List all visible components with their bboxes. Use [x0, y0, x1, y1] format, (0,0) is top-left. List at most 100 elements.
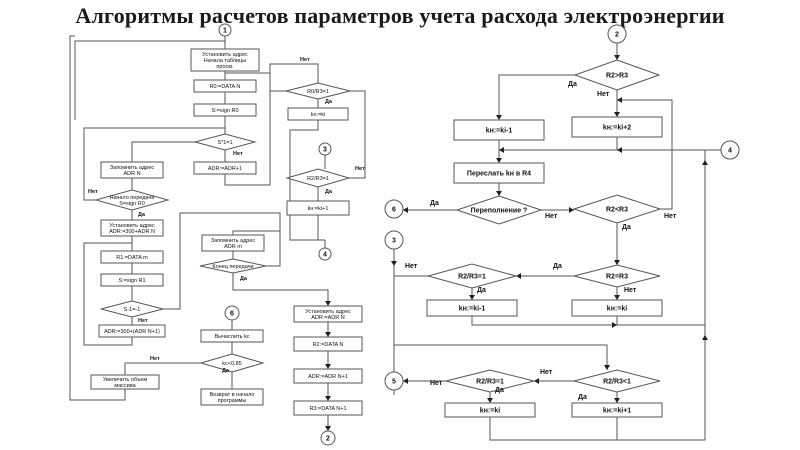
- decision-diamond: [573, 264, 661, 288]
- process-box: [193, 79, 257, 93]
- decision-d-k085: kс<0,85: [199, 353, 265, 373]
- arrow-head: [702, 335, 708, 340]
- page-title: Алгоритмы расчетов параметров учета расх…: [75, 3, 725, 28]
- edge-label-yes: Да: [138, 212, 146, 218]
- process-box: [444, 402, 536, 418]
- decision-d-r2r3-1b: R2/R3=1: [445, 369, 535, 393]
- block-label: R2<R3: [606, 206, 628, 213]
- process-box: [200, 388, 264, 406]
- block-label: Установить адрес: [202, 52, 248, 58]
- arrow-head: [325, 396, 331, 401]
- connector-label: 2: [615, 32, 619, 39]
- block-label: S:=sign R0: [211, 108, 238, 114]
- decision-d-end-trans: Конец передачи: [199, 258, 267, 274]
- decision-d-r2-r3: R2=R3: [573, 264, 661, 288]
- block-label: Увеличить объем: [103, 377, 148, 383]
- connector-circle: [384, 371, 404, 391]
- flow-line: [124, 362, 201, 375]
- connector-c6-right: 6: [384, 199, 404, 219]
- edge-label-no: Нет: [624, 287, 637, 294]
- edge-label-no: Нет: [150, 356, 160, 362]
- arrow-head: [617, 97, 622, 103]
- block-label: Возврат в начало: [210, 392, 255, 398]
- process-b-kn-ki2: kн:=ki+2: [571, 116, 663, 138]
- arrow-head: [702, 160, 708, 165]
- arrow-head: [325, 332, 331, 337]
- block-label: Установить адрес: [305, 309, 351, 315]
- block-label: Установить адрес: [109, 223, 155, 229]
- flow-line: [289, 120, 325, 241]
- arrow-head: [499, 147, 504, 153]
- connector-label: 5: [392, 379, 396, 386]
- edge-label-no: Нет: [355, 166, 365, 172]
- connector-label: 2: [326, 436, 330, 443]
- process-box: [200, 329, 264, 343]
- connector-c4-mid: 4: [318, 247, 332, 261]
- edge-label-yes: Да: [325, 99, 333, 105]
- block-label: S:=sign R1: [118, 278, 145, 284]
- arrow-head: [534, 378, 539, 384]
- arrow-head: [496, 191, 502, 196]
- block-label: просм.: [216, 64, 234, 70]
- process-box: [293, 400, 363, 416]
- process-b-kn-ki1-c: kн:=ki+1: [571, 402, 663, 418]
- process-box: [100, 161, 164, 179]
- process-box: [293, 336, 363, 352]
- block-label: Переслать kн в R4: [467, 170, 531, 177]
- process-box: [193, 161, 257, 175]
- arrow-head: [614, 112, 620, 117]
- process-box: [453, 162, 545, 184]
- decision-d-r2-lt-r3: R2<R3: [572, 194, 662, 224]
- block-label: Запомнить адрес: [211, 238, 256, 244]
- block-label: S*1=1: [217, 140, 232, 146]
- decision-d-r2r3: R2/R3=1: [285, 168, 351, 188]
- connector-circle: [720, 140, 740, 160]
- arrow-head: [487, 398, 493, 403]
- connector-c3-right: 3: [384, 230, 404, 250]
- block-label: ADR m: [224, 244, 242, 250]
- block-label: ADR N: [123, 171, 140, 177]
- decision-diamond: [285, 168, 351, 188]
- block-label: R1:=DATA m: [116, 255, 148, 261]
- arrow-head: [469, 295, 475, 300]
- flow-line: [83, 242, 133, 346]
- connector-label: 1: [223, 28, 227, 35]
- flow-line: [266, 231, 281, 267]
- block-label: R0:=DATA N: [210, 84, 241, 90]
- process-box: [201, 234, 265, 252]
- block-label: R2/R3<1: [603, 378, 631, 385]
- edge-label-no: Нет: [597, 91, 610, 98]
- edge-label-yes: Да: [240, 276, 248, 282]
- edge-label-no: Нет: [405, 263, 418, 270]
- edge-label-yes: Да: [325, 189, 333, 195]
- flow-line: [617, 99, 673, 210]
- connector-c4-right: 4: [720, 140, 740, 160]
- decision-diamond: [100, 300, 164, 318]
- flow-line: [269, 63, 319, 92]
- connector-circle: [607, 24, 627, 44]
- flow-line: [616, 150, 706, 326]
- flow-line: [498, 74, 575, 120]
- block-label: kн:=ki: [607, 305, 627, 312]
- block-label: Вычислить kс: [214, 334, 249, 340]
- connector-label: 3: [323, 147, 327, 154]
- arrow-head: [516, 273, 521, 279]
- flow-line: [224, 72, 271, 186]
- process-box: [453, 119, 545, 141]
- connector-c2-bottom: 2: [320, 430, 336, 446]
- connector-label: 4: [323, 252, 327, 259]
- block-label: kн:=ki-1: [486, 127, 513, 134]
- process-box: [100, 273, 164, 287]
- connector-label: 6: [392, 207, 396, 214]
- block-label: Начала таблицы: [204, 58, 246, 64]
- edge-label-no: Нет: [540, 369, 553, 376]
- block-label: S=sign R0: [119, 201, 145, 207]
- block-label: kс<0,85: [222, 361, 241, 367]
- block-label: R2/R3=1: [458, 273, 486, 280]
- connector-circle: [384, 199, 404, 219]
